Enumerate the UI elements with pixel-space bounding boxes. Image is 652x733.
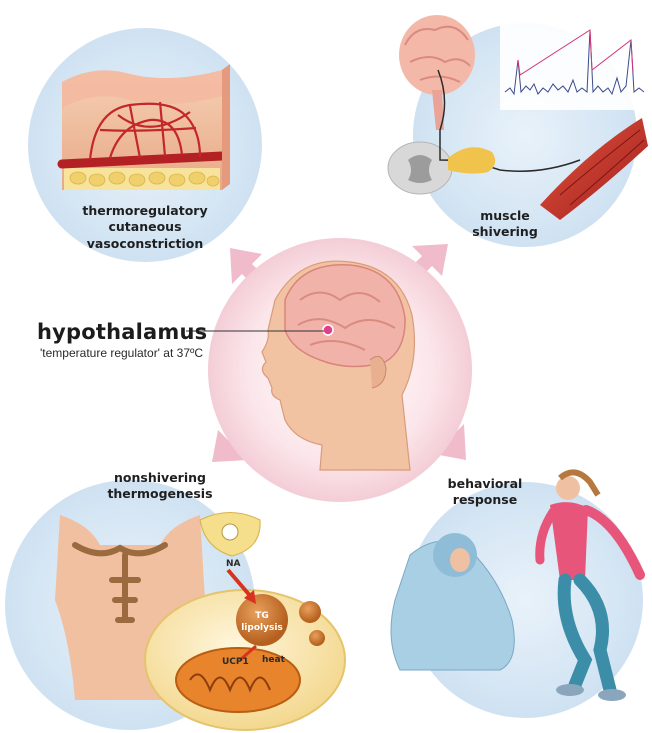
ucp1-label: UCP1 bbox=[222, 657, 249, 667]
lipolysis-label: lipolysis bbox=[241, 623, 283, 633]
nonshivering-label-line-1: nonshivering bbox=[95, 470, 225, 486]
face bbox=[450, 548, 470, 572]
hypothalamus-title: hypothalamus bbox=[37, 320, 207, 344]
lipid-droplet bbox=[299, 601, 321, 623]
vasoconstriction-label-line-3: vasoconstriction bbox=[55, 236, 235, 252]
center-panel bbox=[186, 238, 472, 502]
shivering-label-line-2: shivering bbox=[460, 224, 550, 240]
vasoconstriction-label-line-1: thermoregulatory bbox=[55, 203, 235, 219]
vesicle bbox=[222, 524, 238, 540]
shivering-label-line-1: muscle bbox=[460, 208, 550, 224]
brain-center bbox=[285, 265, 405, 367]
spinal-cord-section bbox=[388, 142, 452, 194]
nonshivering-label-line-2: thermogenesis bbox=[95, 486, 225, 502]
lipid-droplet bbox=[309, 630, 325, 646]
behavioral-label: behavioral response bbox=[440, 476, 530, 509]
heat-label: heat bbox=[262, 655, 286, 665]
behavioral-label-line-2: response bbox=[440, 492, 530, 508]
nonshivering-panel: NA TG lipolysis UCP1 heat bbox=[5, 480, 345, 730]
behavioral-label-line-1: behavioral bbox=[440, 476, 530, 492]
hypothalamus-marker bbox=[323, 325, 333, 335]
shivering-label: muscle shivering bbox=[460, 208, 550, 241]
vasoconstriction-label-line-2: cutaneous bbox=[55, 219, 235, 235]
na-label: NA bbox=[226, 559, 241, 569]
vasoconstriction-label: thermoregulatory cutaneous vasoconstrict… bbox=[55, 203, 235, 252]
tg-label: TG bbox=[255, 611, 269, 621]
behavioral-panel bbox=[391, 472, 643, 718]
nonshivering-label: nonshivering thermogenesis bbox=[95, 470, 225, 503]
hypothalamus-subtitle: 'temperature regulator' at 37ºC bbox=[40, 346, 203, 360]
skin-block-edge bbox=[222, 64, 230, 190]
emg-trace bbox=[500, 10, 648, 110]
